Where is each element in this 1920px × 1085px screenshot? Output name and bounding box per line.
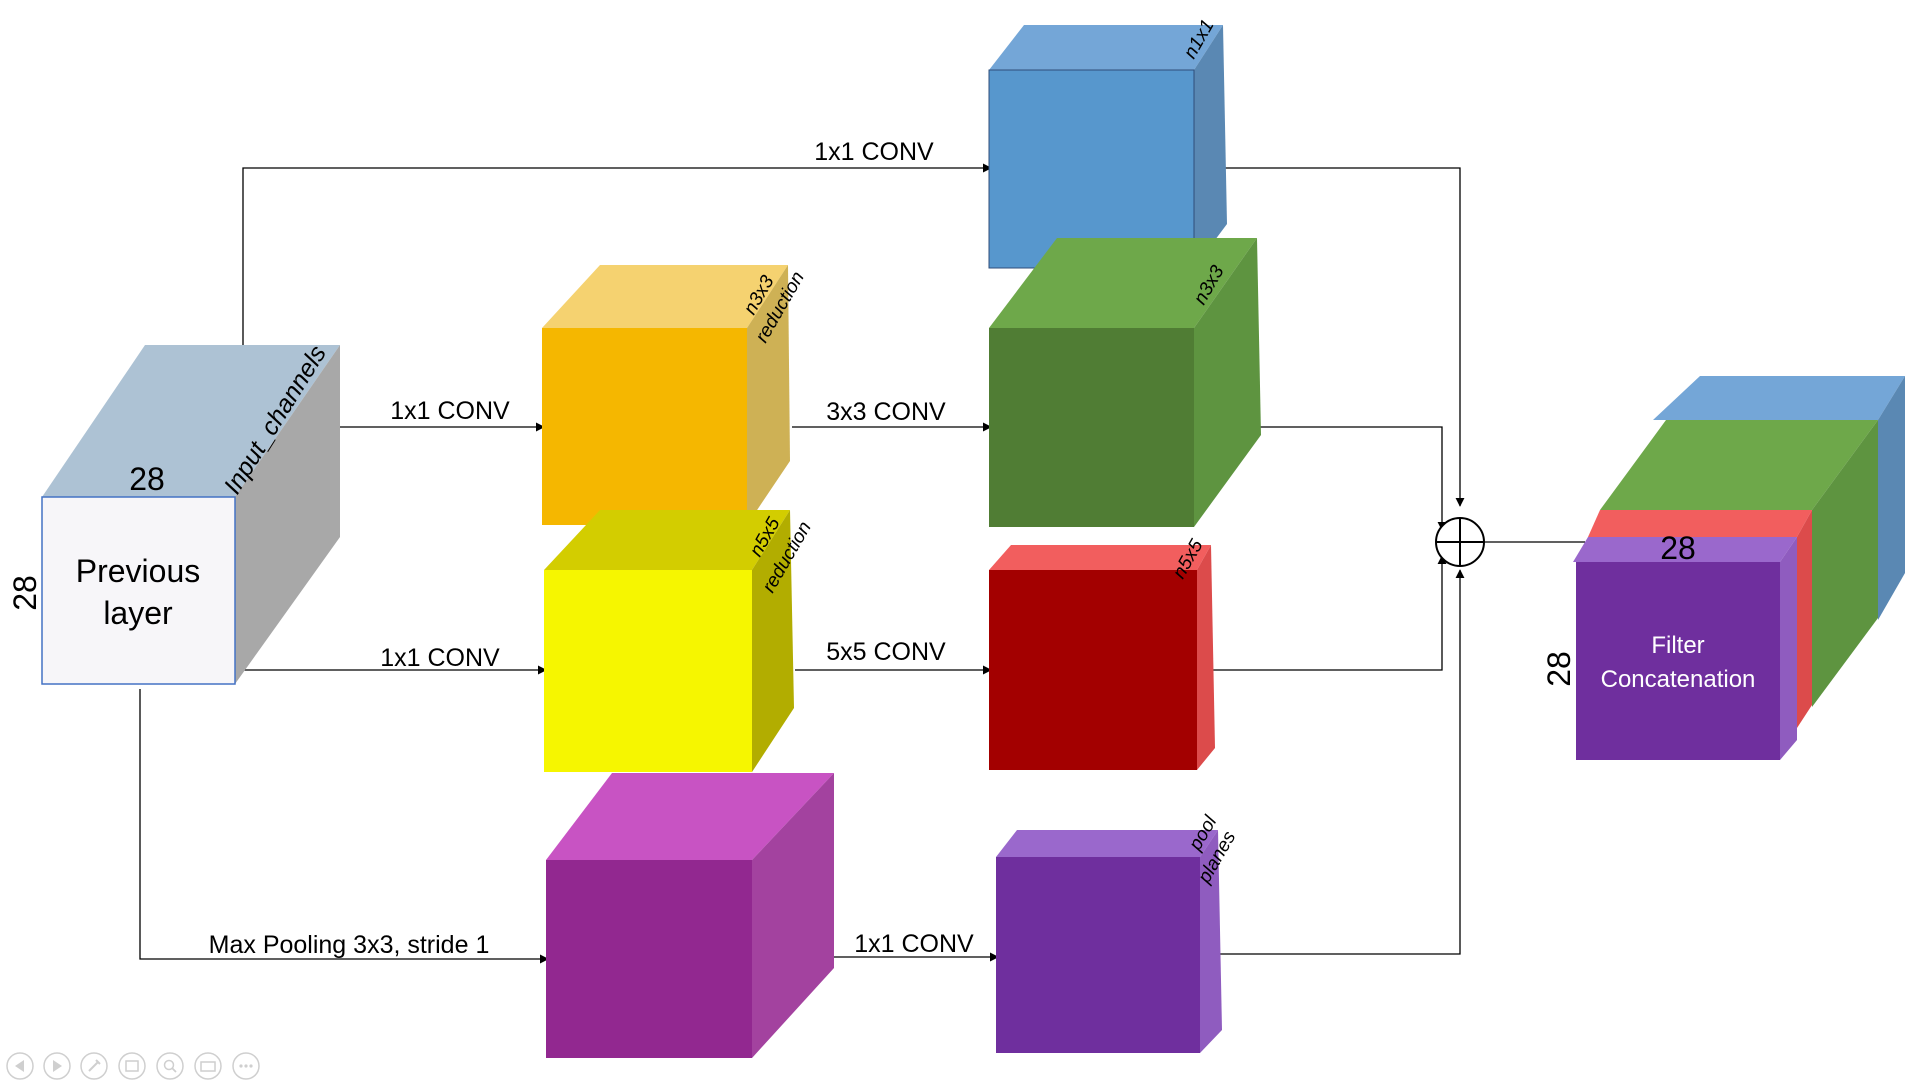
pool-planes-front — [996, 857, 1200, 1053]
subtitles-icon[interactable] — [194, 1052, 222, 1080]
reduction3-front — [542, 328, 747, 525]
output-label-line1: Filter — [1651, 632, 1704, 659]
n3x3-front — [989, 328, 1194, 527]
prev-front-face — [41, 496, 236, 685]
reduction5-top — [544, 510, 790, 570]
prev-height-label: 28 — [7, 575, 43, 611]
concat-symbol — [1435, 517, 1485, 567]
output-green-side — [1812, 420, 1878, 707]
prev-layer-label-line1: Previous — [76, 553, 201, 589]
label-conv3: 3x3 CONV — [826, 398, 946, 426]
output-purple-side — [1780, 537, 1797, 760]
n5x5-top — [989, 545, 1211, 570]
pool-planes-block: pool planes — [996, 812, 1241, 1053]
n3x3-block: n3x3 — [989, 238, 1261, 527]
output-red-top — [1588, 510, 1812, 537]
n5x5-block: n5x5 — [989, 536, 1215, 770]
n1x1-block: n1x1 — [988, 16, 1227, 269]
output-red-side — [1797, 510, 1812, 728]
n1x1-top — [989, 25, 1223, 70]
pool-planes-side — [1200, 830, 1222, 1053]
n1x1-front — [988, 69, 1195, 269]
n1x1-side — [1194, 25, 1227, 268]
label-conv5: 5x5 CONV — [826, 638, 946, 666]
edge-pool — [139, 689, 549, 964]
pool-planes-top — [996, 830, 1218, 857]
label-pool: Max Pooling 3x3, stride 1 — [209, 931, 490, 959]
maxpool-block — [546, 773, 834, 1058]
label-reduce5-conv: 1x1 CONV — [380, 644, 500, 672]
n3x3-top — [989, 238, 1257, 328]
output-height-label: 28 — [1541, 651, 1577, 687]
prev-side-face — [235, 345, 340, 684]
slides-icon[interactable] — [118, 1052, 146, 1080]
label-top-conv: 1x1 CONV — [814, 138, 934, 166]
edge-top-1x1 — [242, 163, 992, 346]
reduction3-top — [542, 265, 788, 328]
edge-labels: 1x1 CONV 1x1 CONV 1x1 CONV 3x3 CONV 5x5 … — [209, 138, 974, 959]
output-label-line2: Concatenation — [1601, 666, 1756, 693]
reduction3-block: n3x3 reduction — [542, 265, 809, 525]
maxpool-front — [546, 860, 752, 1058]
edge-out-purple — [1198, 569, 1465, 955]
back-icon[interactable] — [6, 1052, 34, 1080]
pen-icon[interactable] — [80, 1052, 108, 1080]
reduction5-block: n5x5 reduction — [544, 510, 816, 772]
output-purple-top — [1573, 537, 1797, 562]
edge-out-green — [1193, 426, 1447, 531]
previous-layer-block: Previous layer 28 28 Input_channels — [7, 340, 340, 685]
maxpool-top — [546, 773, 834, 860]
output-blue-side — [1878, 376, 1905, 620]
output-width-label: 28 — [1660, 530, 1696, 566]
prev-width-label: 28 — [129, 461, 165, 497]
edge-out-red — [1195, 555, 1447, 671]
n5x5-side — [1197, 545, 1215, 770]
reduction5-front — [544, 570, 752, 772]
reduction5-side — [752, 510, 794, 772]
label-pool-conv: 1x1 CONV — [854, 930, 974, 958]
zoom-icon[interactable] — [156, 1052, 184, 1080]
reduction3-side — [747, 265, 790, 525]
n5x5-front — [989, 570, 1197, 770]
connections — [139, 163, 1585, 964]
n3x3-side — [1194, 238, 1261, 527]
more-icon[interactable] — [232, 1052, 260, 1080]
label-reduce3-conv: 1x1 CONV — [390, 397, 510, 425]
prev-layer-label-line2: layer — [103, 595, 173, 631]
prev-top-face — [42, 345, 340, 497]
output-blue-top — [1653, 376, 1905, 420]
maxpool-side — [752, 773, 834, 1058]
edge-out-blue — [1193, 167, 1465, 507]
output-block: Filter Concatenation 28 28 — [1541, 376, 1905, 760]
output-front — [1576, 562, 1780, 760]
output-green-top — [1600, 420, 1878, 510]
forward-icon[interactable] — [43, 1052, 71, 1080]
presentation-toolbar — [6, 1052, 260, 1080]
